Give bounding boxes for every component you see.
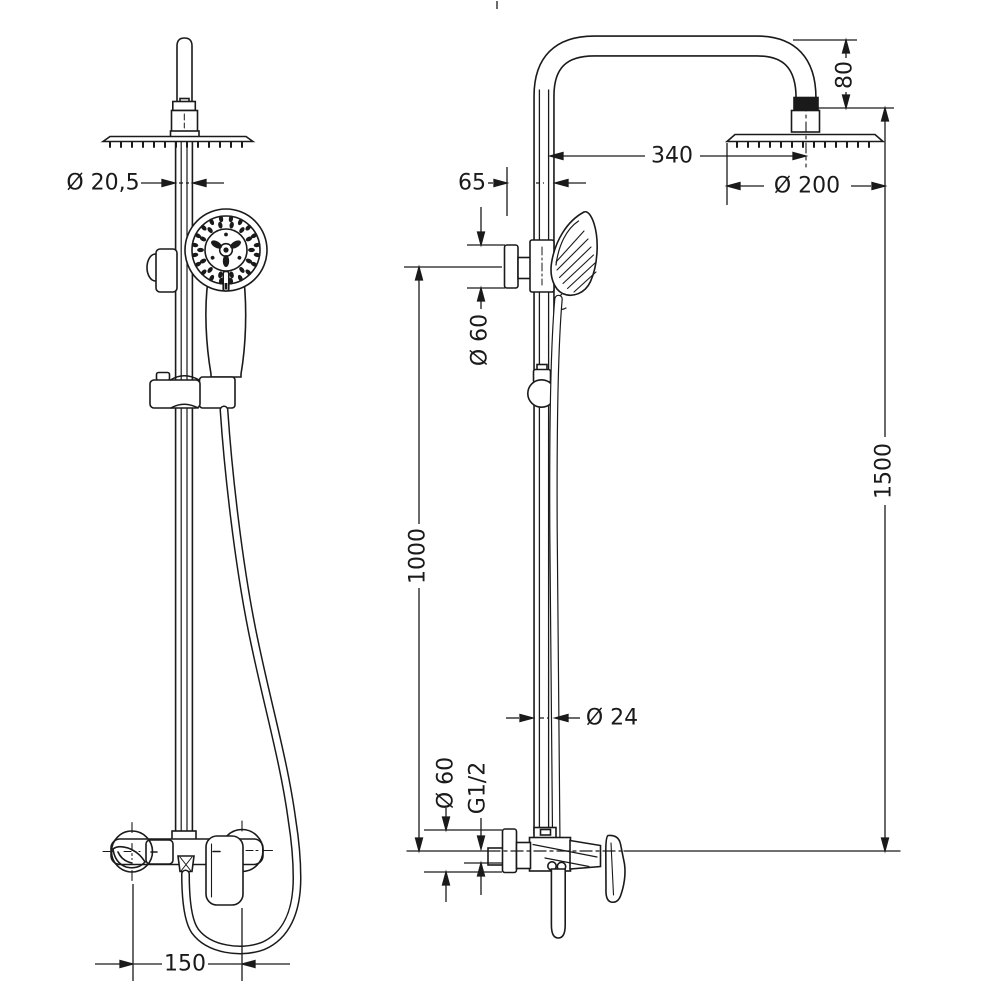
front-hand-shower-holder <box>146 248 178 293</box>
side-face-hatching <box>555 230 597 293</box>
side-riser-and-arm <box>533 35 817 844</box>
front-hose-nut <box>177 855 195 873</box>
dim-text-front-mixer-distance: 150 <box>164 952 206 977</box>
side-wall-bracket <box>503 239 555 293</box>
front-slider-bracket <box>149 371 236 409</box>
dim-side-arm-projection: 340 <box>547 144 809 169</box>
dim-side-head-drop: 80 <box>793 37 894 111</box>
side-shower-hose <box>549 294 563 872</box>
dim-text-side-wall-offset: 65 <box>458 171 486 196</box>
front-centerline-marks <box>102 820 274 882</box>
side-view <box>406 35 901 939</box>
side-hose-outlet <box>550 868 566 939</box>
side-mixer-valve <box>487 826 626 939</box>
dim-text-side-riser-diameter: Ø 24 <box>586 706 638 731</box>
side-rain-head <box>724 100 886 168</box>
spray-nozzles <box>191 215 261 285</box>
side-valve-nut <box>515 841 532 870</box>
front-hand-shower-face <box>184 208 268 292</box>
dim-text-side-riser-height: 1000 <box>406 528 431 584</box>
dim-text-side-head-drop: 80 <box>833 61 858 89</box>
dim-text-side-valve-flange: Ø 60 <box>434 757 459 809</box>
front-view <box>100 37 302 955</box>
dim-side-riser-diameter: Ø 24 <box>506 706 638 731</box>
dim-side-thread-size: G1/2 <box>466 762 491 895</box>
dim-side-bracket-flange: Ø 60 <box>467 207 505 366</box>
front-shower-hose <box>181 405 302 955</box>
dim-text-side-overall-height: 1500 <box>872 443 897 499</box>
dim-side-head-diameter: Ø 200 <box>724 143 888 205</box>
side-head-nozzles <box>736 141 870 148</box>
front-rain-head <box>100 135 256 148</box>
dim-text-side-bracket-flange: Ø 60 <box>468 314 493 366</box>
front-mixer <box>102 820 274 906</box>
dim-side-valve-flange: Ø 60 <box>424 757 502 902</box>
dim-front-pipe-diameter: Ø 20,5 <box>66 171 224 196</box>
dim-side-overall-height: 1500 <box>872 105 897 854</box>
front-diverter-spout <box>112 845 146 869</box>
dim-side-riser-height: 1000 <box>404 264 502 854</box>
dim-text-side-thread-size: G1/2 <box>466 762 491 814</box>
front-head-nozzles <box>109 141 243 148</box>
front-top-cap <box>169 37 200 140</box>
dim-text-front-pipe-diameter: Ø 20,5 <box>66 171 139 196</box>
dim-text-side-arm-projection: 340 <box>651 144 693 169</box>
side-slider-knob <box>526 363 556 408</box>
dim-side-wall-offset: 65 <box>458 167 586 216</box>
front-mixer-lever <box>205 835 244 906</box>
dimensions: Ø 20,5 150 65 <box>66 1 897 981</box>
side-mixer-lever <box>604 834 626 904</box>
dim-text-side-head-diameter: Ø 200 <box>774 174 840 199</box>
dim-front-mixer-distance: 150 <box>95 884 290 981</box>
side-hand-shower <box>550 210 598 311</box>
